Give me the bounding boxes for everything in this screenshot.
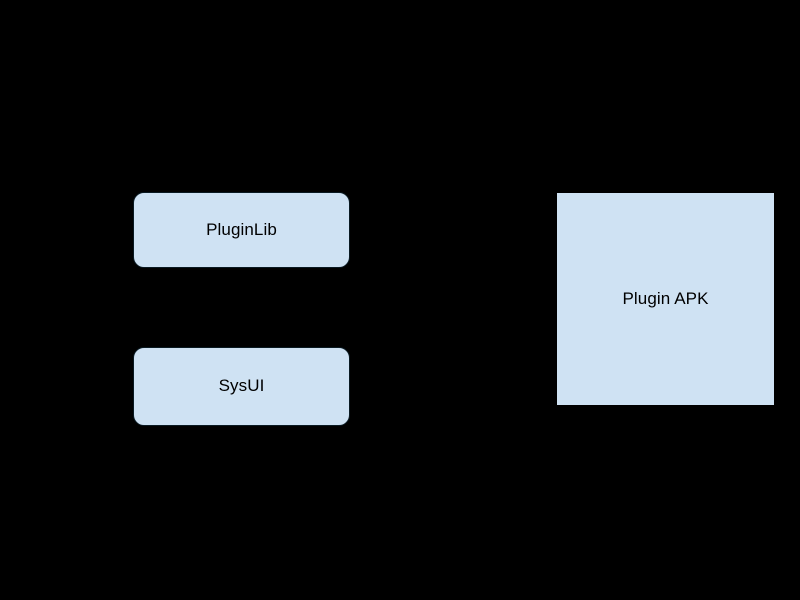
diagram-node-plugin-apk-label: Plugin APK xyxy=(622,288,709,308)
diagram-node-sysui[interactable]: SysUI xyxy=(133,347,350,426)
diagram-node-sysui-label: SysUI xyxy=(218,376,265,396)
diagram-node-pluginlib-label: PluginLib xyxy=(206,219,277,239)
diagram-node-plugin-apk[interactable]: Plugin APK xyxy=(556,192,775,406)
diagram-node-pluginlib[interactable]: PluginLib xyxy=(133,192,350,268)
